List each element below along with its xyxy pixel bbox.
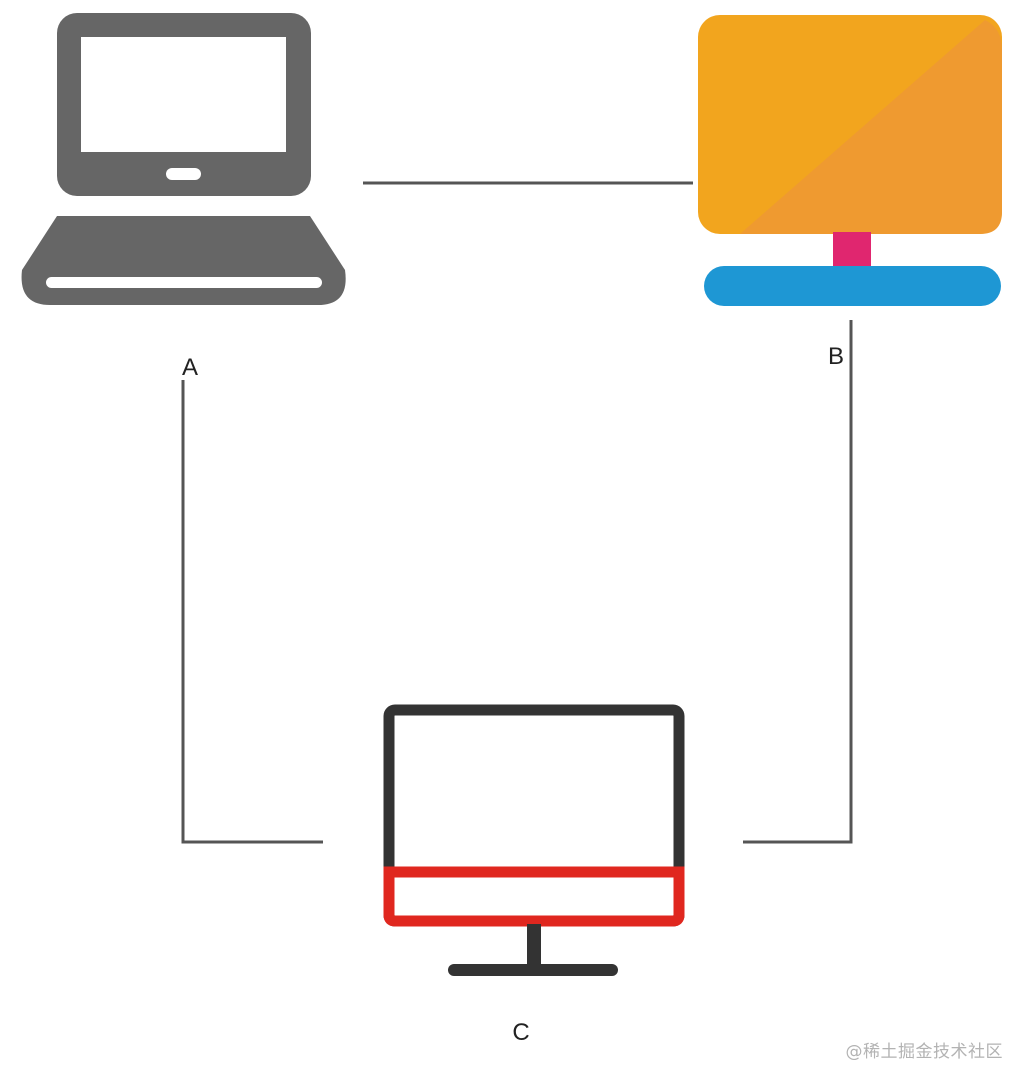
node-label-b: B (828, 343, 844, 370)
watermark: @稀土掘金技术社区 (845, 1042, 1003, 1062)
connectors (181, 181, 853, 844)
desktop-monitor-outline-icon (383, 704, 685, 976)
laptop-icon (21, 13, 346, 305)
node-label-c: C (512, 1019, 529, 1046)
desktop-monitor-icon (698, 15, 1002, 306)
edge-a-c (181, 380, 323, 844)
node-label-a: A (182, 354, 198, 381)
edge-b-c (743, 320, 853, 844)
